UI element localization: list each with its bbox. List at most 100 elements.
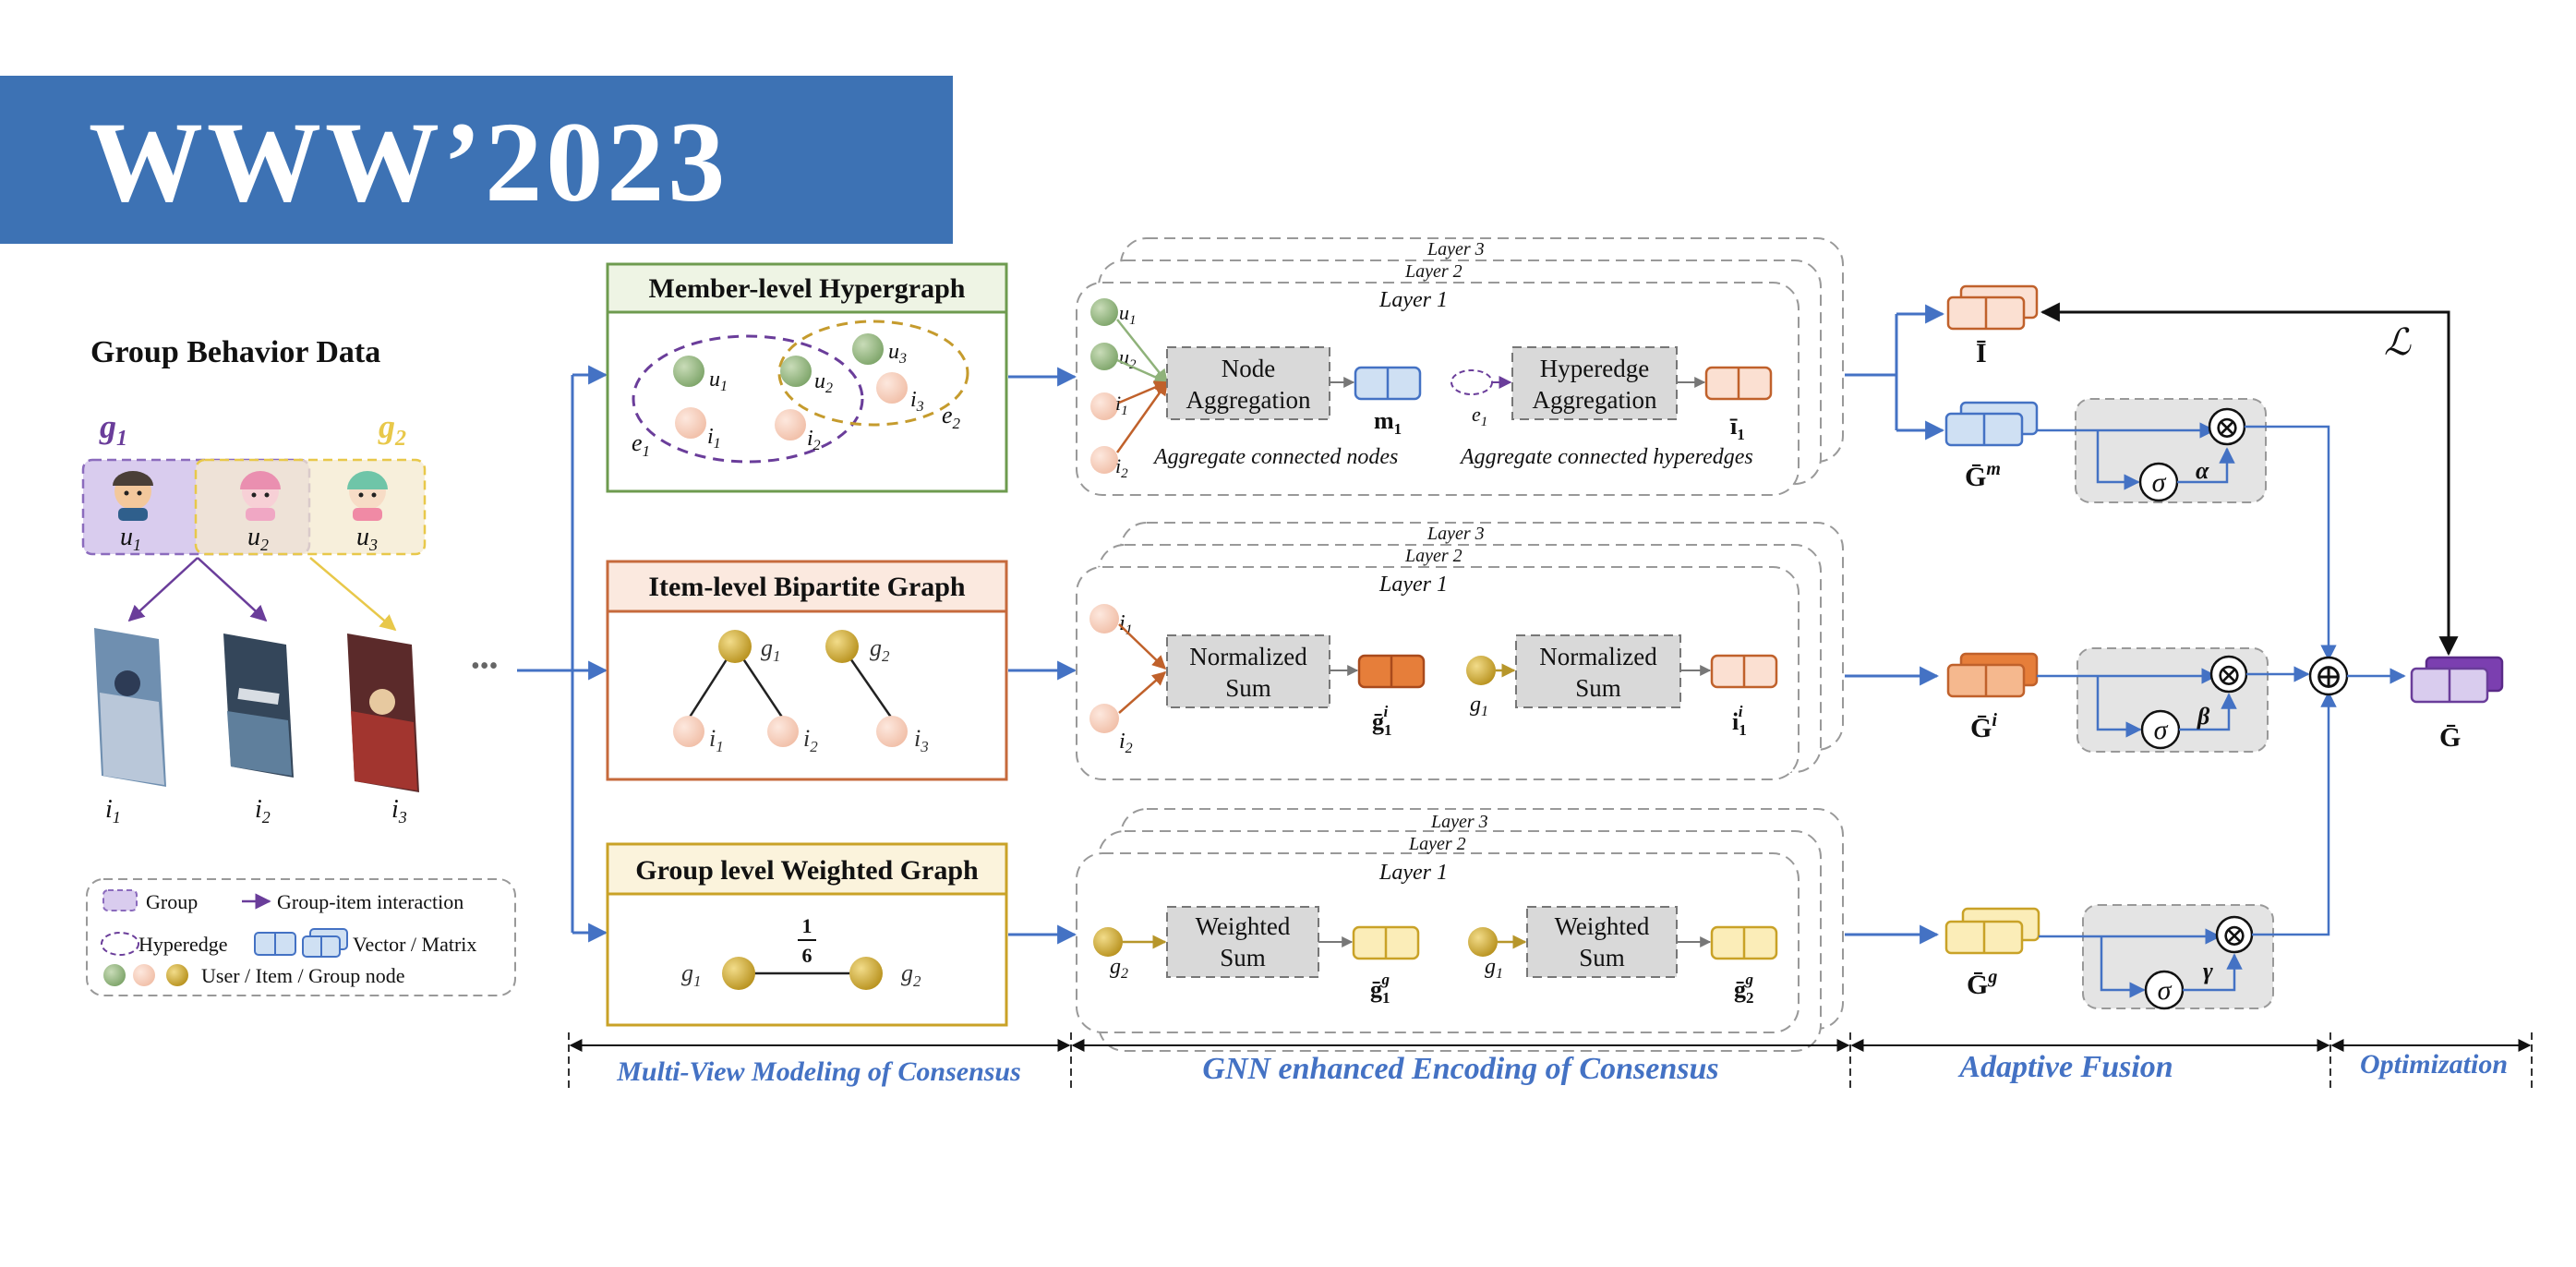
aggregation-edge <box>1118 623 1167 670</box>
interaction-arrow <box>127 557 199 622</box>
layer-1-label: Layer 1 <box>1378 573 1448 597</box>
matrix-g-m-label: Ḡm <box>1965 459 2001 492</box>
oplus-symbol: ⊕ <box>2314 658 2343 696</box>
item-node-i3 <box>876 716 908 747</box>
weighted-sum-line2: Sum <box>1579 944 1625 971</box>
matrix-g-i-icon <box>1946 652 2039 698</box>
matrix-g-g-icon <box>1944 907 2040 955</box>
layer-1-card <box>1076 566 1800 780</box>
gamma-label: γ <box>2203 958 2213 984</box>
matrix-g-g-label: Ḡg <box>1967 967 1997 1000</box>
item-i3-label: i3 <box>391 795 407 827</box>
matrix-g-i-label: Ḡi <box>1970 710 1997 743</box>
normalized-sum-line1: Normalized <box>1539 643 1657 670</box>
item-node-i1 <box>1089 604 1119 634</box>
legend-group-text: Group <box>146 890 198 913</box>
weighted-sum-line1: Weighted <box>1196 912 1291 940</box>
user-node-u1 <box>673 356 704 387</box>
hyperedge-aggregation-box <box>1511 346 1678 420</box>
group-view-header <box>606 842 1008 896</box>
item-i2-label: i2 <box>255 795 271 827</box>
left-panel-title: Group Behavior Data <box>90 335 380 369</box>
item-node-i2 <box>1090 446 1118 474</box>
normalized-sum-box <box>1166 634 1330 708</box>
layer-1-label: Layer 1 <box>1378 288 1448 312</box>
caption-aggregate-nodes: Aggregate connected nodes <box>1152 445 1398 469</box>
matrix-g-m-icon <box>1944 401 2039 447</box>
vector-g2g-icon <box>1710 925 1778 960</box>
vector-i1i-icon <box>1710 654 1778 689</box>
group-node-g1 <box>718 630 752 663</box>
layer-3-label: Layer 3 <box>1430 812 1488 832</box>
stage-label-gnn: GNN enhanced Encoding of Consensus <box>1202 1052 1718 1086</box>
stage-label-multiview: Multi-View Modeling of Consensus <box>616 1056 1021 1087</box>
legend-user-node <box>103 964 126 986</box>
flow-arrow <box>2179 693 2237 731</box>
vector-m1-label: m1 <box>1374 407 1402 438</box>
normalized-sum-line2: Sum <box>1225 674 1271 702</box>
normalized-sum-line1: Normalized <box>1189 643 1307 670</box>
legend-matrix-icon <box>302 928 348 958</box>
beta-label: β <box>2197 703 2210 730</box>
sigma-label: σ <box>2152 467 2167 498</box>
alpha-label: α <box>2196 457 2209 484</box>
title-banner <box>0 76 953 244</box>
legend-group-swatch <box>102 889 138 911</box>
item-poster-i1 <box>94 628 166 787</box>
group-node-g1 <box>1468 927 1498 957</box>
sigma-label: σ <box>2158 975 2173 1006</box>
caption-aggregate-hyperedges: Aggregate connected hyperedges <box>1459 445 1753 469</box>
flow-arrow <box>2096 430 2140 490</box>
aggregation-edge <box>1115 380 1169 453</box>
hyperedge-e1 <box>632 334 864 464</box>
group-g2-box <box>194 458 427 556</box>
edge-weight-numerator: 1 <box>802 914 813 937</box>
group-node-g2 <box>1093 927 1123 957</box>
matrix-i-bar-icon <box>1946 284 2039 331</box>
legend-item-node <box>133 964 155 986</box>
stage-label-optimization: Optimization <box>2360 1049 2508 1080</box>
legend-nodes-text: User / Item / Group node <box>201 964 405 987</box>
layer-3-label: Layer 3 <box>1426 239 1485 259</box>
flow-arrow <box>2100 936 2146 998</box>
group-g1-label: g1 <box>99 408 127 451</box>
group-node-g1 <box>1466 656 1496 685</box>
legend-interaction-text: Group-item interaction <box>277 890 463 913</box>
sigma-label: σ <box>2154 715 2169 745</box>
weighted-sum-line2: Sum <box>1220 944 1266 971</box>
hyperedge-aggregation-line1: Hyperedge <box>1540 355 1649 382</box>
item-node-i3 <box>876 372 908 404</box>
group-node-g1 <box>722 957 755 990</box>
item-node-i2 <box>1089 704 1119 733</box>
matrix-g-output-icon <box>2410 656 2504 704</box>
layer-3-label: Layer 3 <box>1426 524 1485 544</box>
vector-m1-icon <box>1354 366 1422 401</box>
item-view-title: Item-level Bipartite Graph <box>648 572 966 602</box>
loss-arrow <box>2040 302 2450 652</box>
legend-group-node <box>166 964 188 986</box>
layer-1-card <box>1076 852 1800 1033</box>
node-aggregation-line2: Aggregation <box>1186 386 1311 414</box>
item-node-i1 <box>675 407 706 439</box>
layer-2-label: Layer 2 <box>1408 834 1466 854</box>
hyperedge-e2 <box>777 320 969 427</box>
item-poster-i3 <box>347 634 419 792</box>
layer-1-label: Layer 1 <box>1378 861 1448 885</box>
item-node-i2 <box>775 409 806 440</box>
item-node-i1 <box>1090 392 1118 420</box>
node-aggregation-box <box>1166 346 1330 420</box>
aggregation-edge <box>1116 358 1169 384</box>
interaction-arrow <box>197 557 268 622</box>
group-view-title: Group level Weighted Graph <box>635 855 979 886</box>
flow-arrow <box>2177 447 2235 484</box>
legend-box <box>86 878 516 996</box>
user-node-u2 <box>780 356 812 387</box>
vector-g1i-label: ḡ1i <box>1372 703 1392 739</box>
item-node-i2 <box>767 716 799 747</box>
matrix-i-bar-label: Ī <box>1976 338 1987 368</box>
vector-g1g-label: ḡ1g <box>1370 971 1390 1007</box>
aggregation-edge <box>1118 671 1167 714</box>
vector-g1g-icon <box>1352 925 1420 960</box>
layer-2-label: Layer 2 <box>1404 261 1463 282</box>
